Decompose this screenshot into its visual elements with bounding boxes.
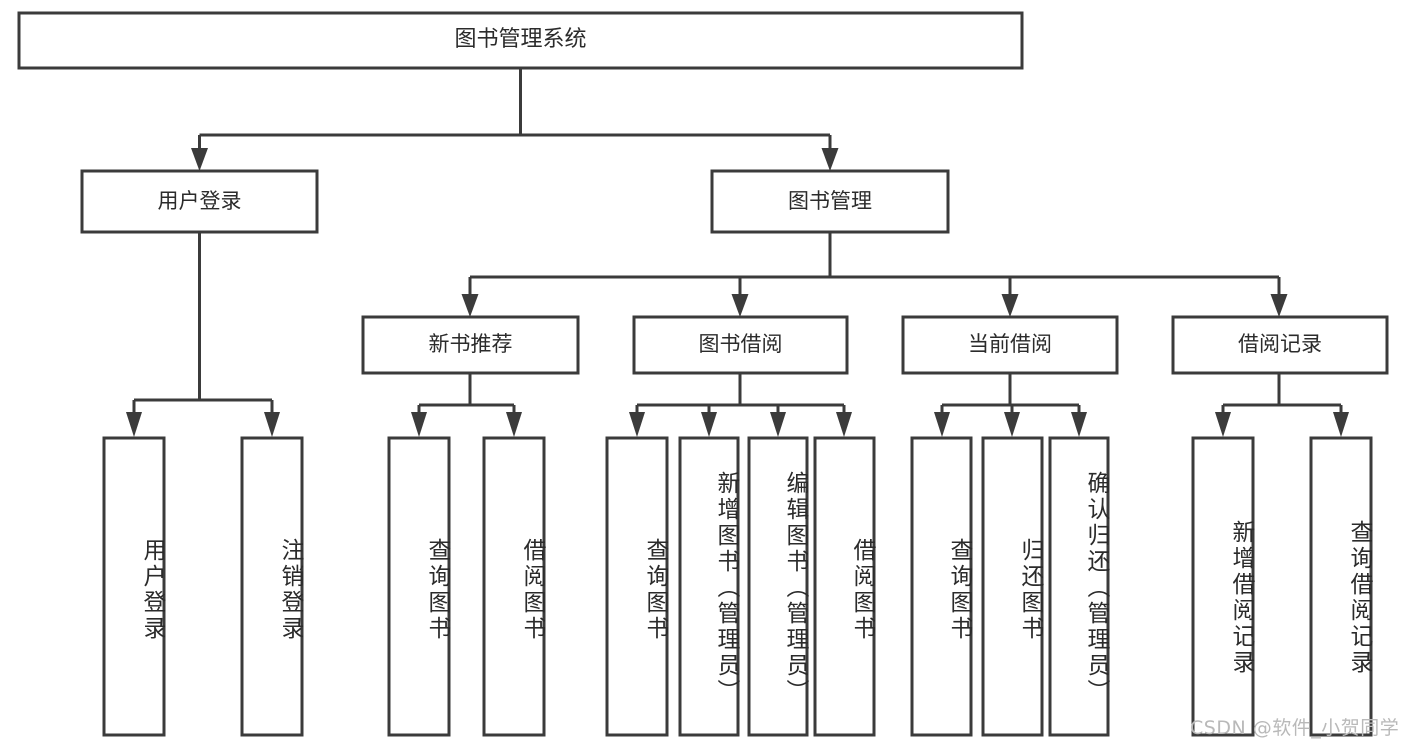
arrow-to-user-login bbox=[191, 148, 208, 171]
arrow-to-leaf-9 bbox=[1004, 412, 1020, 437]
arrow-to-leaf-4 bbox=[629, 412, 645, 437]
node-box-current-borrow[interactable] bbox=[901, 315, 1119, 375]
node-box-book-borrow[interactable] bbox=[632, 315, 849, 375]
node-box-leaf-8[interactable] bbox=[910, 436, 973, 737]
arrow-to-leaf-7 bbox=[836, 412, 852, 437]
node-box-leaf-3[interactable] bbox=[482, 436, 546, 737]
node-box-leaf-9[interactable] bbox=[981, 436, 1044, 737]
arrow-to-leaf-10 bbox=[1071, 412, 1087, 437]
arrow-to-leaf-2 bbox=[411, 412, 427, 437]
node-box-leaf-7[interactable] bbox=[813, 436, 876, 737]
node-box-leaf-1[interactable] bbox=[240, 436, 304, 737]
csdn-watermark: CSDN @软件_小贺同学 bbox=[1190, 717, 1400, 739]
node-box-leaf-2[interactable] bbox=[387, 436, 451, 737]
node-box-leaf-5[interactable] bbox=[678, 436, 740, 737]
arrow-to-leaf-3 bbox=[506, 412, 522, 437]
node-box-leaf-12[interactable] bbox=[1309, 436, 1373, 737]
arrow-to-book-management bbox=[821, 148, 839, 171]
arrow-to-leaf-1 bbox=[264, 412, 280, 437]
arrow-to-leaf-8 bbox=[934, 412, 950, 437]
arrow-to-borrow-record bbox=[1270, 294, 1288, 317]
arrow-to-leaf-5 bbox=[701, 412, 717, 437]
arrow-to-leaf-0 bbox=[126, 412, 142, 437]
arrow-to-new-book-recommend bbox=[461, 294, 479, 317]
arrow-to-leaf-11 bbox=[1215, 412, 1231, 437]
arrow-to-current-borrow bbox=[1001, 294, 1019, 317]
arrow-to-book-borrow bbox=[731, 294, 749, 317]
node-box-leaf-0[interactable] bbox=[102, 436, 166, 737]
node-box-leaf-11[interactable] bbox=[1191, 436, 1255, 737]
node-box-borrow-record[interactable] bbox=[1171, 315, 1389, 375]
arrow-to-leaf-6 bbox=[770, 412, 786, 437]
node-box-new-book-recommend[interactable] bbox=[361, 315, 580, 375]
node-box-root[interactable] bbox=[17, 11, 1024, 70]
node-box-user-login[interactable] bbox=[80, 169, 319, 234]
node-box-leaf-10[interactable] bbox=[1048, 436, 1110, 737]
node-box-book-management[interactable] bbox=[710, 169, 950, 234]
node-box-leaf-4[interactable] bbox=[605, 436, 669, 737]
arrow-to-leaf-12 bbox=[1333, 412, 1349, 437]
node-box-leaf-6[interactable] bbox=[747, 436, 809, 737]
